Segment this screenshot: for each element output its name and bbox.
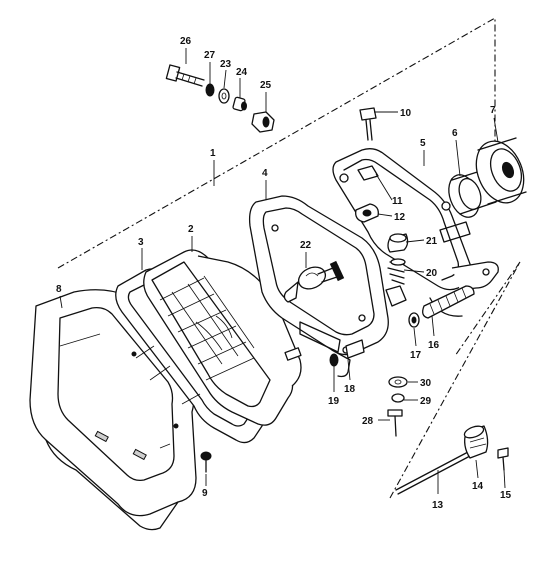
part-label-22: 22 [300, 240, 312, 251]
part-label-5: 5 [420, 138, 426, 149]
part-label-27: 27 [204, 50, 216, 61]
adjust-bolt-set [165, 64, 275, 133]
part-number-labels: 1 2 3 4 5 6 7 8 9 10 11 12 13 14 15 16 1… [56, 36, 512, 511]
part-label-23: 23 [220, 59, 232, 70]
part-label-20: 20 [426, 268, 438, 279]
part-label-24: 24 [236, 67, 248, 78]
part-label-26: 26 [180, 36, 192, 47]
leader-lines [59, 48, 506, 494]
part-label-8: 8 [56, 284, 62, 295]
bulb [283, 260, 345, 303]
part-label-30: 30 [420, 378, 432, 389]
dust-cover [475, 137, 527, 205]
adjuster-hardware [355, 107, 409, 285]
assembly-reference-lines [57, 17, 521, 499]
part-label-9: 9 [202, 488, 208, 499]
part-label-19: 19 [328, 396, 340, 407]
part-label-25: 25 [260, 80, 272, 91]
adjuster-spring [408, 285, 475, 328]
part-label-28: 28 [362, 416, 374, 427]
part-label-18: 18 [344, 384, 356, 395]
part-label-6: 6 [452, 128, 458, 139]
part-label-16: 16 [428, 340, 440, 351]
part-label-1: 1 [210, 148, 216, 159]
lamp-housing [332, 148, 499, 317]
part-label-4: 4 [262, 168, 268, 179]
part-label-2: 2 [188, 224, 194, 235]
retaining-screw [200, 451, 212, 473]
part-label-7: 7 [490, 105, 496, 116]
part-label-13: 13 [432, 500, 444, 511]
part-label-15: 15 [500, 490, 512, 501]
part-label-21: 21 [426, 236, 438, 247]
adjuster-knob-assembly [395, 425, 509, 495]
part-label-12: 12 [394, 212, 406, 223]
lower-bracket [345, 339, 365, 359]
part-label-3: 3 [138, 237, 144, 248]
part-label-11: 11 [392, 196, 403, 207]
part-label-14: 14 [472, 481, 484, 492]
part-label-29: 29 [420, 396, 432, 407]
part-label-17: 17 [410, 350, 422, 361]
part-label-10: 10 [400, 108, 412, 119]
